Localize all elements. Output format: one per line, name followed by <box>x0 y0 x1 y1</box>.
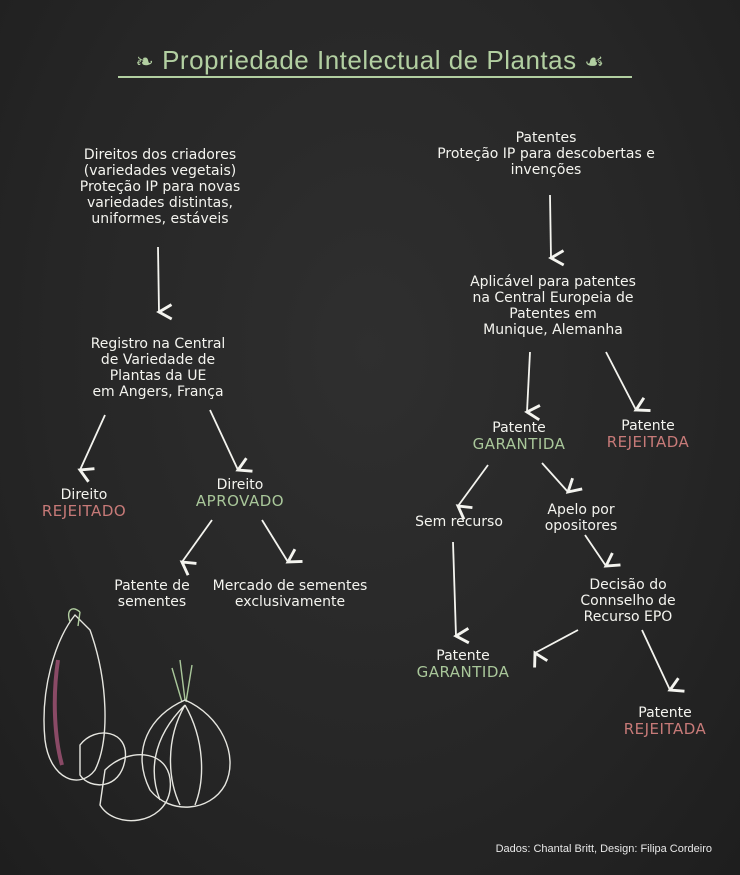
arrow <box>584 534 621 568</box>
patent-rejected-final-node: Patente REJEITADA <box>623 705 707 738</box>
patent-rejected-node: Patente REJEITADA <box>606 418 690 451</box>
title-underline <box>118 76 632 78</box>
status-badge: GARANTIDA <box>416 663 510 681</box>
ornament-left-icon: ❧ <box>135 49 155 74</box>
patent-office-node: Aplicável para patentes na Central Europ… <box>470 274 636 338</box>
arrow <box>541 462 583 494</box>
ornament-right-icon: ☙ <box>584 49 605 74</box>
breeders-rights-node: Direitos dos criadores (variedades veget… <box>79 147 241 227</box>
arrow <box>77 414 106 483</box>
right-approved-node: Direito APROVADO <box>195 477 285 510</box>
board-decision-node: Decisão do Connselho de Recurso EPO <box>580 577 676 625</box>
arrow <box>179 519 213 576</box>
arrow <box>209 409 253 473</box>
patents-node: Patentes Proteção IP para descobertas e … <box>437 130 655 178</box>
patent-granted-node: Patente GARANTIDA <box>472 420 566 453</box>
arrow <box>524 351 541 422</box>
arrow <box>156 246 173 321</box>
status-badge: REJEITADA <box>623 720 707 738</box>
arrow <box>533 629 579 668</box>
arrow <box>261 519 303 564</box>
status-badge: APROVADO <box>195 492 285 510</box>
page-title: ❧ Propriedade Intelectual de Plantas ☙ <box>135 45 605 75</box>
arrow <box>605 351 651 413</box>
status-badge: GARANTIDA <box>472 435 566 453</box>
arrow <box>641 629 685 693</box>
eu-registry-node: Registro na Central de Variedade de Plan… <box>90 336 226 400</box>
arrow <box>548 194 565 267</box>
status-badge: REJEITADO <box>41 502 127 520</box>
arrow <box>455 464 489 520</box>
no-appeal-node: Sem recurso <box>415 514 503 530</box>
seed-patent-node: Patente de sementes <box>114 578 190 610</box>
appeal-node: Apelo por opositores <box>544 502 618 534</box>
seed-market-node: Mercado de sementes exclusivamente <box>212 578 368 610</box>
arrow <box>452 541 470 645</box>
status-badge: REJEITADA <box>606 433 690 451</box>
right-rejected-node: Direito REJEITADO <box>41 487 127 520</box>
patent-granted-final-node: Patente GARANTIDA <box>416 648 510 681</box>
credits: Dados: Chantal Britt, Design: Filipa Cor… <box>495 843 712 855</box>
